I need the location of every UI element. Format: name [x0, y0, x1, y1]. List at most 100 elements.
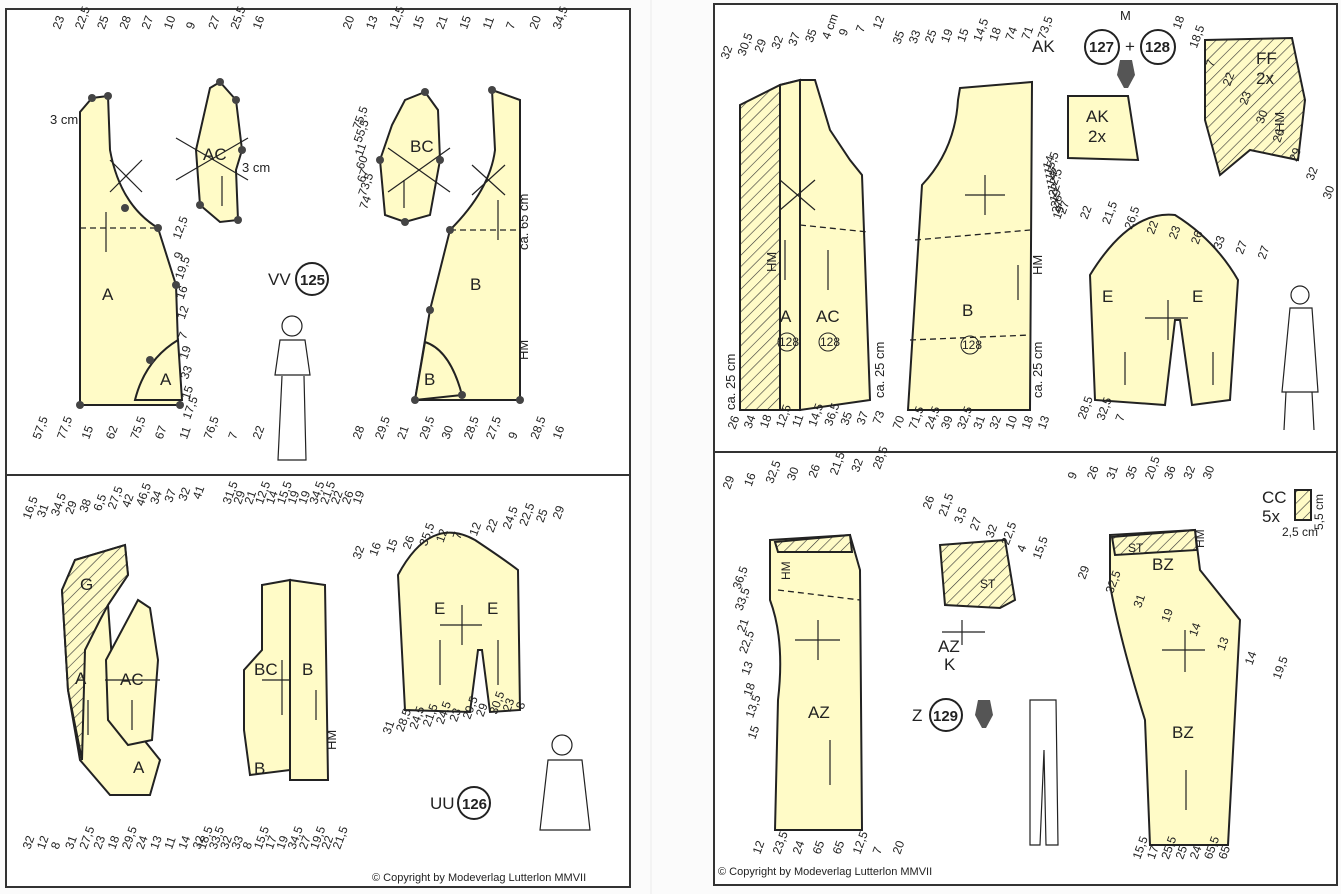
measurement-z-30: 4	[1014, 543, 1030, 554]
measurement-uu-38: 32	[190, 833, 208, 851]
measurement-uu-51: 21,5	[330, 824, 351, 851]
uu-piece-a-small: A	[133, 758, 145, 777]
vv-code: VV	[268, 270, 291, 289]
measurement-vv-44: 12	[174, 303, 192, 321]
measurement-vv-31: 29,5	[372, 414, 393, 441]
z-piece-cc: CC	[1262, 488, 1287, 507]
measurement-z-46: 14	[1242, 649, 1260, 667]
measurement-z-2: 32,5	[763, 458, 784, 485]
piece-ac-uu	[104, 598, 160, 747]
measurement-uu-11: 32	[175, 485, 193, 503]
z-piece-cc-count: 5x	[1262, 507, 1280, 526]
measurement-ak-12: 25	[922, 27, 940, 45]
measurement-uu-37: 14	[175, 833, 193, 851]
measurement-ak-30: 70	[890, 413, 908, 431]
measurement-uu-60: 22	[483, 517, 501, 535]
measurement-ak-66: 26	[1188, 228, 1206, 246]
uu-number: 126	[462, 796, 487, 813]
measurement-ak-46: 19	[1046, 187, 1064, 205]
measurement-z-47: 19,5	[1270, 654, 1291, 681]
vv-number: 125	[300, 272, 325, 289]
piece-a-pocket	[133, 338, 184, 401]
ak-piece-e-left: E	[1102, 287, 1113, 306]
measurement-ak-55: 30	[1253, 108, 1271, 126]
piece-b-back-ak	[906, 80, 1034, 411]
vv-piece-a: A	[102, 285, 114, 304]
measurement-ak-27: 35	[837, 409, 855, 427]
measurement-uu-14: 29	[230, 488, 248, 506]
ak-piece-ff: FF	[1256, 49, 1277, 68]
measurement-uu-45: 17	[262, 833, 280, 851]
measurement-vv-25: 67	[152, 423, 170, 441]
measurement-vv-15: 15	[456, 13, 474, 31]
vv-note-ca65: ca. 65 cm	[516, 194, 531, 250]
measurement-ak-43: 14	[1043, 170, 1061, 188]
measurement-vv-17: 7	[503, 20, 519, 31]
measurement-ak-72: 7	[1112, 412, 1128, 423]
uu-code: UU	[430, 794, 455, 813]
measurement-vv-7: 27	[205, 13, 223, 31]
measurement-ak-42: 15	[1042, 164, 1060, 182]
measurement-vv-10: 20	[340, 13, 358, 31]
ak-piece-ff-count: 2x	[1256, 69, 1274, 88]
measurement-uu-43: 8	[240, 840, 256, 851]
uu-piece-b: B	[302, 660, 313, 679]
measurement-vv-20: 57,5	[30, 414, 51, 441]
measurement-z-26: 3,5	[951, 505, 970, 526]
measurement-vv-45: 7	[175, 330, 191, 341]
measurement-uu-70: 23	[446, 706, 464, 724]
ak-note-hm-back: HM	[1030, 255, 1045, 275]
vv-piece-b: B	[470, 275, 481, 294]
measurement-ak-24: 11	[789, 412, 807, 429]
z-piece-az-label: AZ	[938, 637, 960, 656]
copyright-right: © Copyright by Modeverlag Lutterlon MMVI…	[718, 866, 933, 878]
measurement-z-54: 65	[1215, 843, 1233, 861]
measurement-z-36: 20,5	[1142, 454, 1163, 481]
measurement-z-29: 22,5	[998, 520, 1019, 547]
ak-piece-ac: AC	[816, 307, 840, 326]
ak-note-hm-front: HM	[764, 252, 779, 272]
measurement-ak-45: 22	[1045, 181, 1063, 199]
measurement-ak-48: 27	[1049, 198, 1067, 216]
measurement-uu-41: 32	[217, 833, 235, 851]
z-piece-bz: BZ	[1172, 723, 1194, 742]
measurement-vv-39: 16	[550, 423, 568, 441]
piece-a-front	[79, 94, 182, 406]
measurement-z-40: 29	[1075, 563, 1093, 581]
piece-b-uu	[289, 578, 330, 781]
vv-note-3cm-left: 3 cm	[50, 112, 78, 127]
measurement-vv-8: 25,5	[227, 4, 248, 31]
measurement-z-18: 24	[790, 838, 808, 856]
measurement-ak-64: 22	[1144, 218, 1162, 236]
measurement-vv-16: 11	[480, 14, 498, 31]
measurement-ak-20: 26	[725, 413, 743, 431]
measurement-ak-7: 9	[836, 26, 852, 37]
measurement-z-32: 9	[1065, 470, 1081, 481]
measurement-ak-62: 21,5	[1099, 199, 1120, 226]
vv-note-3cm-ac: 3 cm	[242, 160, 270, 175]
measurement-ak-22: 18	[757, 412, 775, 430]
measurement-uu-29: 31	[62, 833, 80, 851]
measurement-vv-18: 20	[526, 13, 544, 31]
measurement-vv-26: 11	[176, 424, 194, 441]
measurement-vv-21: 77,5	[54, 414, 75, 441]
measurement-ak-2: 29	[751, 37, 769, 55]
measurement-uu-75: 8	[513, 700, 529, 711]
measurement-z-27: 27	[967, 515, 985, 533]
measurement-z-20: 65	[830, 838, 848, 856]
measurement-uu-57: 12	[433, 527, 451, 545]
measurement-ak-16: 18	[986, 25, 1004, 43]
measurement-ak-28: 37	[854, 409, 872, 427]
uu-note-hm: HM	[324, 730, 339, 750]
vv-piece-b-pocket: B	[424, 370, 435, 389]
measurement-z-49: 17	[1144, 843, 1162, 861]
measurement-vv-3: 28	[116, 13, 134, 31]
measurement-z-7: 28,5	[870, 444, 891, 471]
z-code: Z	[912, 706, 922, 725]
figure-long-jacket-illustration	[1281, 285, 1319, 431]
ak-note-ca25-back: ca. 25 cm	[1030, 342, 1045, 398]
measurement-uu-20: 19	[295, 488, 313, 506]
measurement-z-5: 21,5	[827, 450, 848, 477]
z-note-55cm: 5,5 cm	[1312, 494, 1326, 530]
